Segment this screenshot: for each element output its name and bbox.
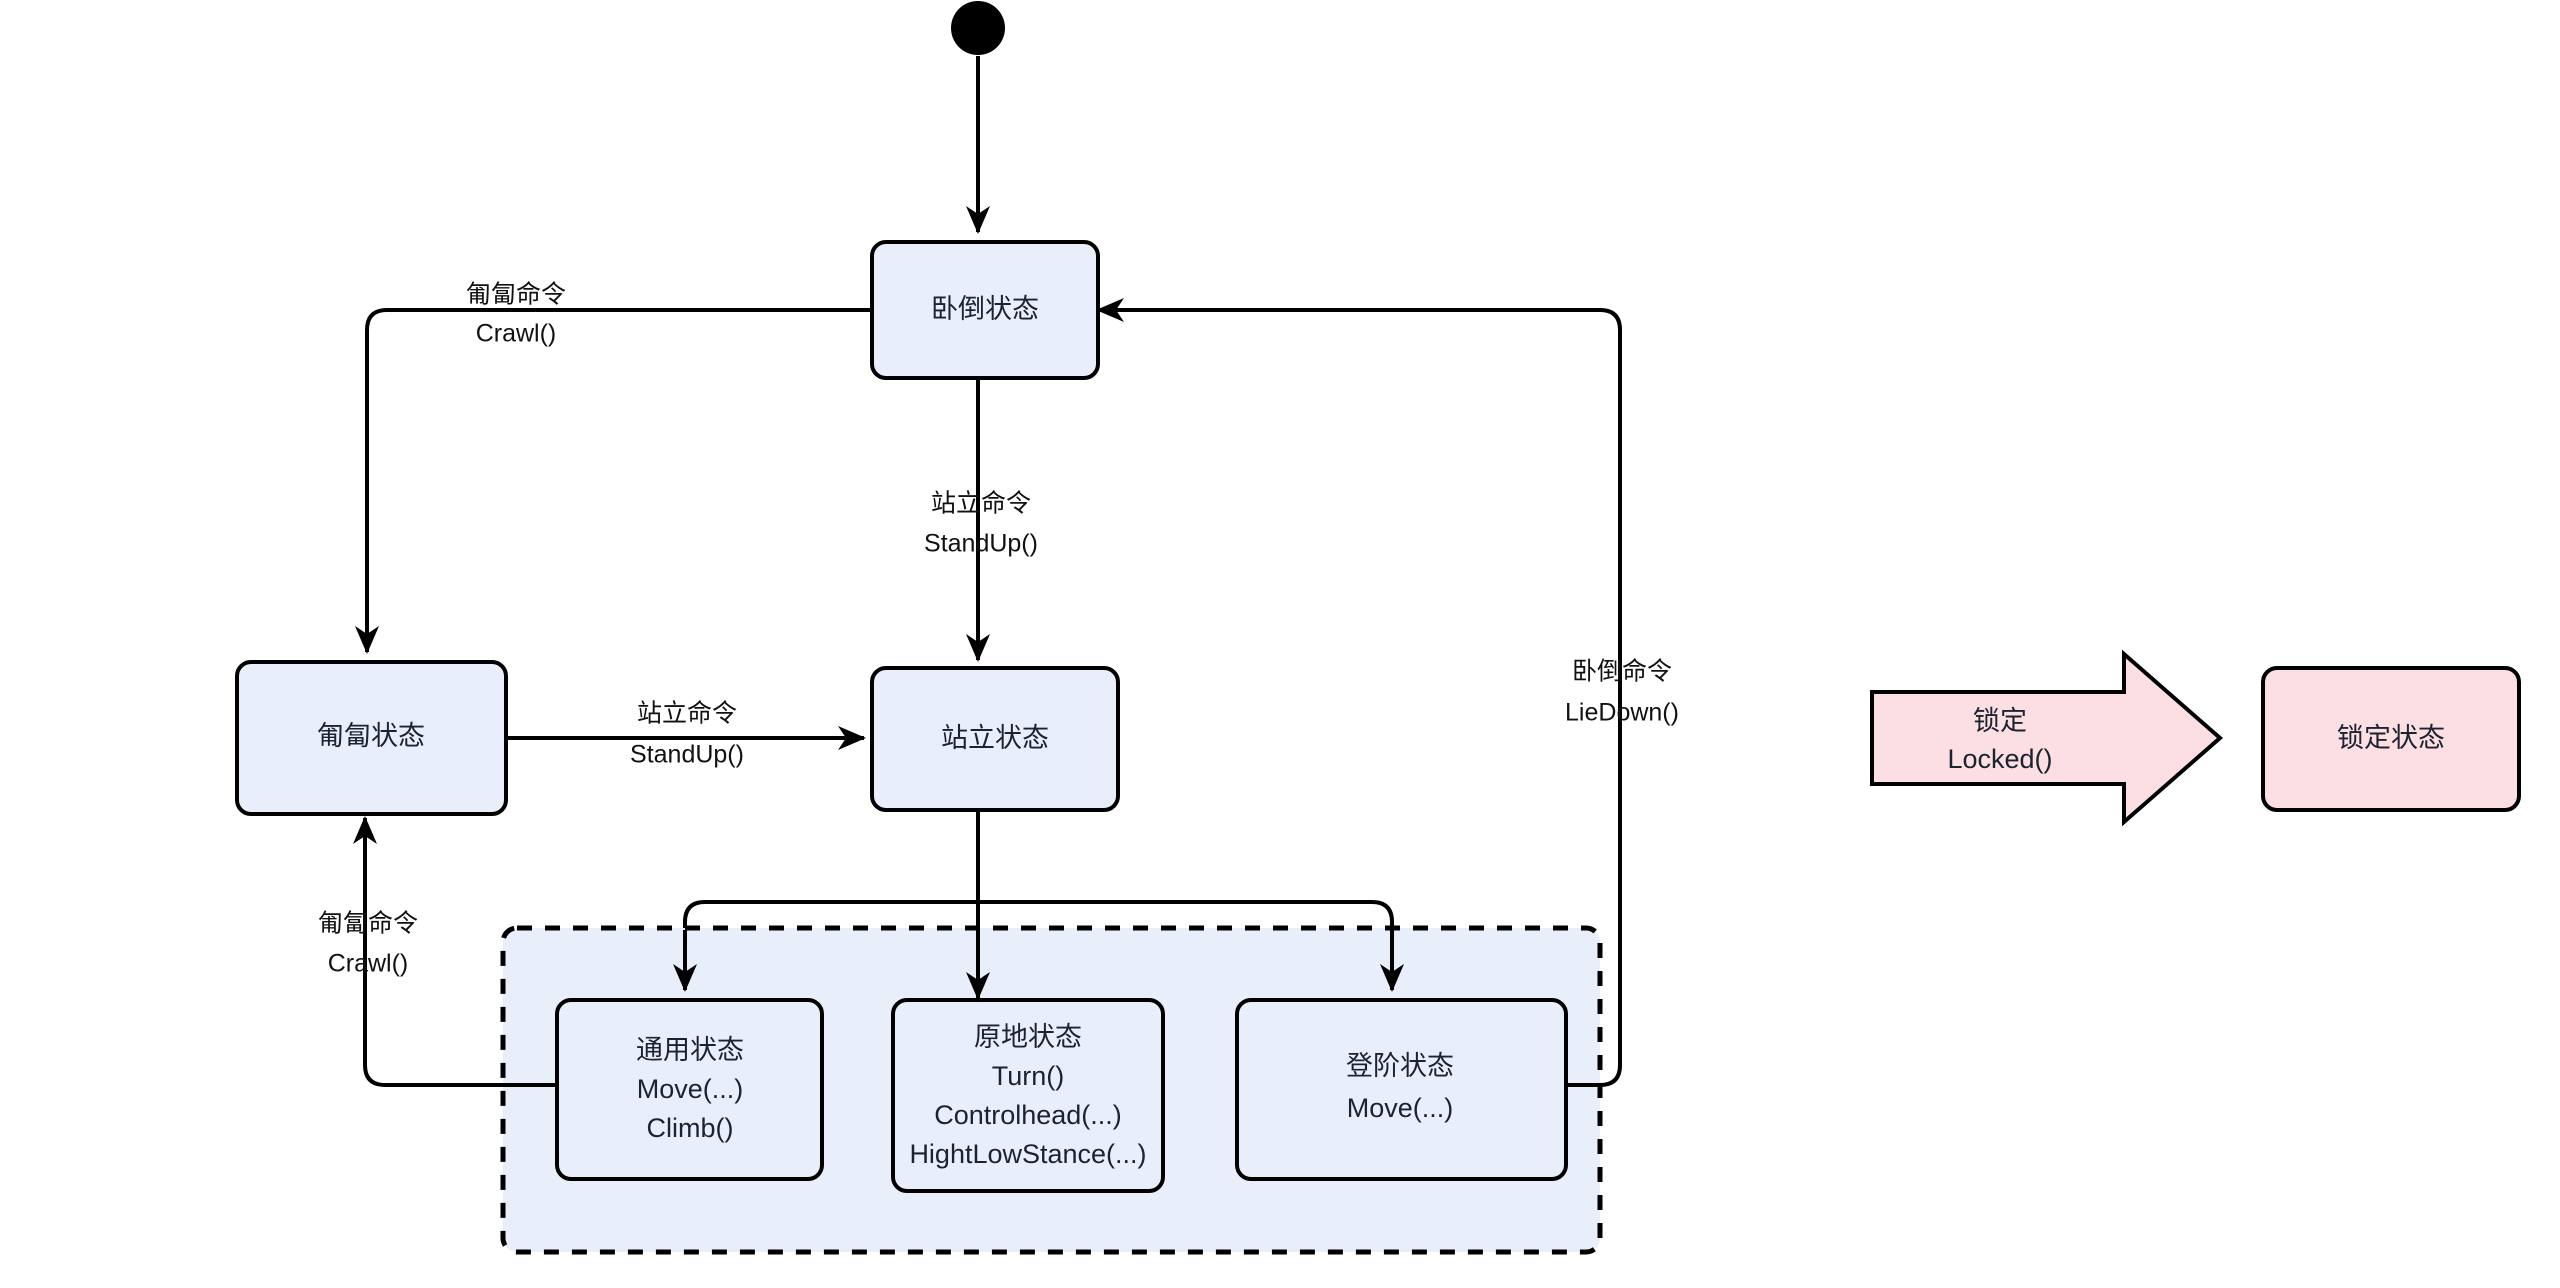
node-general-state-line-1: Move(...) <box>637 1074 744 1104</box>
edge-stair-to-lie-down <box>1096 298 1622 1087</box>
edge-label-stand-command-horizontal: 站立命令 StandUp() <box>630 700 744 769</box>
edge-label-crawl-command-bottom-line-1: 匍匐命令 <box>318 910 418 938</box>
edge-general-to-crawl <box>353 816 557 1087</box>
edge-label-lie-down-command: 卧倒命令 LieDown() <box>1565 658 1679 727</box>
node-general-state[interactable]: 通用状态 Move(...) Climb() <box>555 998 824 1181</box>
node-crawl-state[interactable]: 匍匐状态 <box>235 660 508 816</box>
node-stair-state[interactable]: 登阶状态 Move(...) <box>1235 998 1568 1181</box>
locked-arrow-line-2: Locked() <box>1947 744 2052 774</box>
edge-label-lie-down-command-line-1: 卧倒命令 <box>1572 658 1672 686</box>
node-in-place-state-line-2: Controlhead(...) <box>934 1100 1122 1130</box>
node-in-place-state-line-3: HightLowStance(...) <box>909 1139 1146 1169</box>
edge-label-crawl-command-top: 匍匐命令 Crawl() <box>466 281 566 348</box>
edge-label-stand-command-horizontal-line-1: 站立命令 <box>637 700 737 728</box>
node-locked-state-label: 锁定状态 <box>2337 723 2445 753</box>
edge-label-stand-command-vertical: 站立命令 StandUp() <box>924 490 1038 558</box>
edge-label-crawl-command-top-line-2: Crawl() <box>476 320 557 348</box>
node-lie-down-state[interactable]: 卧倒状态 <box>870 240 1100 380</box>
locked-arrow-line-1: 锁定 <box>1973 706 2027 736</box>
initial-state <box>951 1 1005 55</box>
locked-block-arrow[interactable]: 锁定 Locked() <box>1870 649 2224 827</box>
node-stair-state-title: 登阶状态 <box>1346 1051 1454 1081</box>
edge-label-crawl-command-bottom: 匍匐命令 Crawl() <box>318 910 418 978</box>
edge-label-stand-command-horizontal-line-2: StandUp() <box>630 741 744 769</box>
node-in-place-state-line-1: Turn() <box>992 1061 1065 1091</box>
node-general-state-line-2: Climb() <box>647 1113 734 1143</box>
node-in-place-state[interactable]: 原地状态 Turn() Controlhead(...) HightLowSta… <box>891 998 1165 1193</box>
edge-label-stand-command-vertical-line-1: 站立命令 <box>931 490 1031 518</box>
node-locked-state[interactable]: 锁定状态 <box>2261 666 2521 812</box>
edge-overlays <box>503 930 1602 1087</box>
node-stand-state-label: 站立状态 <box>941 723 1049 753</box>
edge-label-crawl-command-bottom-line-2: Crawl() <box>328 950 409 978</box>
node-stair-state-line-1: Move(...) <box>1347 1093 1454 1123</box>
edge-label-lie-down-command-line-2: LieDown() <box>1565 699 1679 727</box>
node-stand-state[interactable]: 站立状态 <box>870 666 1120 812</box>
node-in-place-state-title: 原地状态 <box>974 1022 1082 1052</box>
node-crawl-state-label: 匍匐状态 <box>317 721 425 751</box>
edge-label-stand-command-vertical-line-2: StandUp() <box>924 530 1038 558</box>
edge-label-crawl-command-top-line-1: 匍匐命令 <box>466 281 566 309</box>
node-lie-down-state-label: 卧倒状态 <box>931 294 1039 324</box>
node-general-state-title: 通用状态 <box>636 1035 744 1065</box>
edge-lie-down-to-crawl <box>355 308 872 654</box>
